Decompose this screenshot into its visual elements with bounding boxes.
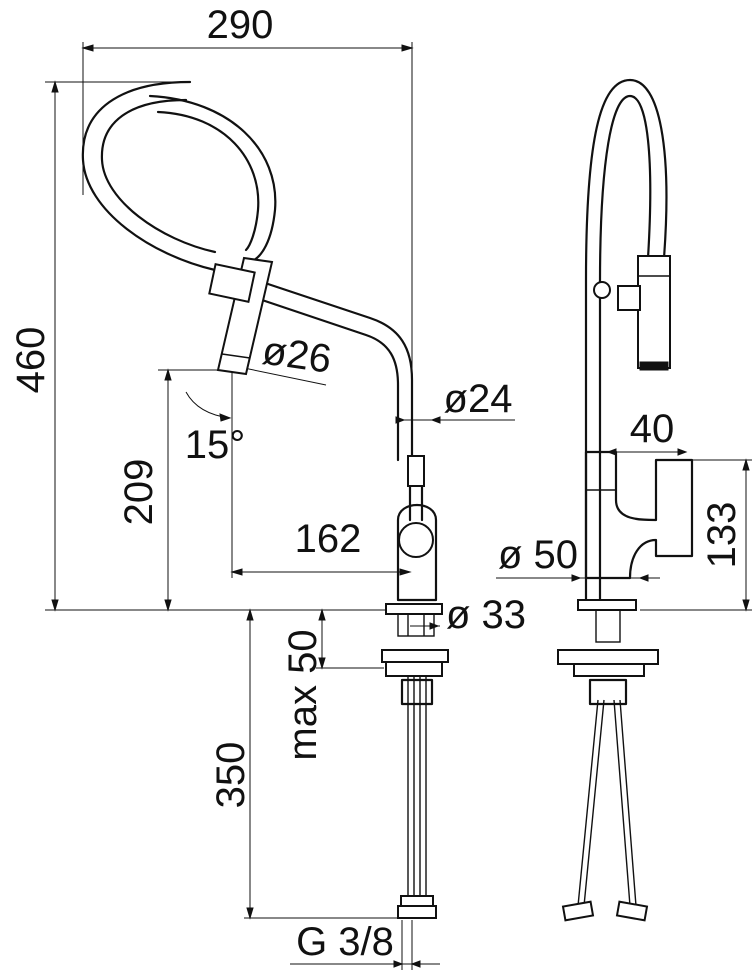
hose-loop-inner xyxy=(100,98,217,254)
arrow-icon xyxy=(606,448,617,456)
spout-arm-upper xyxy=(260,280,414,462)
body-column xyxy=(396,504,438,602)
lever-stem xyxy=(407,455,425,487)
arrow-icon xyxy=(638,574,649,582)
side-spout-inner xyxy=(598,94,652,602)
spout-height-label: 209 xyxy=(117,459,161,526)
arrow-icon xyxy=(219,413,232,422)
side-dock-pivot xyxy=(593,281,611,299)
body-diameter-label: ø 50 xyxy=(498,533,578,577)
arrow-icon xyxy=(230,568,243,576)
angle-arc xyxy=(185,391,231,419)
arrow-icon xyxy=(164,599,172,612)
spray-head-body xyxy=(216,256,274,376)
spout-arm-lower xyxy=(260,298,400,462)
side-base-plate xyxy=(577,599,637,611)
base-diameter-label: ø 33 xyxy=(446,593,526,637)
hose-loop-back-outer xyxy=(148,94,277,264)
hose-right xyxy=(419,676,427,900)
arrow-icon xyxy=(399,568,412,576)
thread-label: G 3/8 xyxy=(296,920,394,964)
hose-length-label: 350 xyxy=(209,742,253,809)
hose-clamp xyxy=(400,678,434,706)
arrow-icon xyxy=(246,608,254,621)
side-hose-left xyxy=(577,699,605,907)
outlet-diameter-leader xyxy=(243,367,327,386)
arrow-icon xyxy=(51,599,59,612)
side-spout-outer xyxy=(584,78,668,602)
arrow-icon xyxy=(571,574,582,582)
arrow-icon xyxy=(164,368,172,381)
mount-washer xyxy=(381,649,449,663)
side-shank xyxy=(595,609,621,643)
deck-thickness-label: max 50 xyxy=(281,629,325,760)
side-dock-bracket xyxy=(617,285,641,311)
spray-head xyxy=(208,256,274,376)
arrow-icon xyxy=(318,608,326,621)
front-view xyxy=(45,42,515,970)
side-hose-fitting-right xyxy=(615,900,649,922)
spray-head-collar xyxy=(208,262,256,304)
arrow-icon xyxy=(246,907,254,920)
arrow-icon xyxy=(393,960,404,968)
arrow-icon xyxy=(401,44,414,52)
arrow-icon xyxy=(51,80,59,93)
side-view xyxy=(496,78,752,922)
base-plate xyxy=(385,603,443,615)
arrow-icon xyxy=(81,44,94,52)
side-spray-outlet xyxy=(639,361,669,371)
arrow-icon xyxy=(742,599,750,612)
hose-fitting-top xyxy=(400,895,434,907)
side-hose-fitting-left xyxy=(561,900,595,922)
tube-diameter-label: ø24 xyxy=(444,377,513,421)
hose-fitting-nut xyxy=(397,905,437,919)
arrow-icon xyxy=(429,622,440,630)
hose-left xyxy=(407,676,415,900)
hose-loop-outer xyxy=(81,80,217,272)
angle-label: 15° xyxy=(185,423,246,467)
arrow-icon xyxy=(742,458,750,471)
lever-knob xyxy=(398,522,434,558)
base-shank xyxy=(397,613,435,637)
width-label: 290 xyxy=(207,3,274,47)
outlet-diameter-label: ø26 xyxy=(260,329,334,382)
height-label: 460 xyxy=(9,327,53,394)
side-hose-clamp xyxy=(588,678,628,706)
hose-loop-back-inner xyxy=(156,110,260,252)
lever-height-label: 133 xyxy=(700,502,744,569)
lever-clearance-label: 40 xyxy=(630,407,675,451)
spray-head-band xyxy=(221,353,251,359)
side-body xyxy=(584,450,694,580)
side-spray-head xyxy=(637,255,671,369)
arrow-icon xyxy=(430,416,441,424)
arrow-icon xyxy=(410,960,421,968)
arrow-icon xyxy=(318,657,326,670)
side-hose-right xyxy=(613,699,637,907)
side-mount-washer xyxy=(557,649,659,665)
mount-nut xyxy=(385,661,443,677)
reach-label: 162 xyxy=(295,517,362,561)
arrow-icon xyxy=(677,448,688,456)
side-mount-nut xyxy=(573,663,645,677)
